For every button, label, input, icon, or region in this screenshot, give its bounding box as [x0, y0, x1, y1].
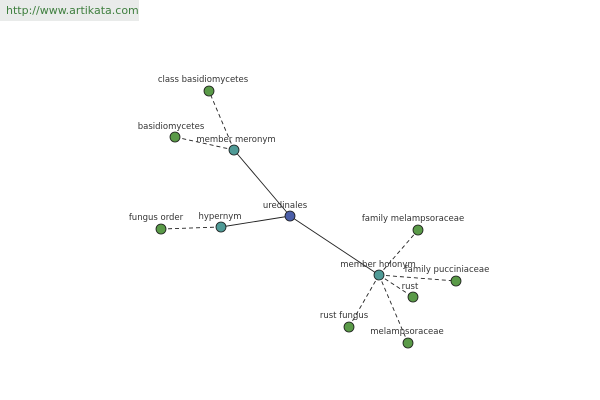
- relation-hypernym-label[interactable]: hypernym: [198, 212, 241, 222]
- graph-nodes: [155, 85, 462, 349]
- relation-member-holonym-label[interactable]: member holonym: [340, 260, 415, 270]
- edge-basidiomycetes: [174, 136, 235, 151]
- term-basidiomycetes-node[interactable]: [169, 131, 181, 143]
- edge-rust-fungus: [348, 274, 380, 328]
- center-uredinales-label[interactable]: uredinales: [263, 201, 308, 211]
- edge-member-meronym: [233, 149, 291, 217]
- center-uredinales-node[interactable]: [284, 210, 296, 222]
- term-fungus-order-label[interactable]: fungus order: [129, 213, 184, 223]
- term-family-melampsoraceae-label[interactable]: family melampsoraceae: [362, 214, 464, 224]
- graph-edges: [160, 90, 457, 344]
- edge-melampsoraceae: [378, 274, 409, 344]
- site-url-banner[interactable]: http://www.artikata.com: [0, 0, 139, 21]
- relation-member-meronym-node[interactable]: [228, 144, 240, 156]
- edge-family-pucciniaceae: [378, 274, 457, 282]
- term-basidiomycetes-label[interactable]: basidiomycetes: [138, 122, 205, 132]
- relation-member-holonym-node[interactable]: [373, 269, 385, 281]
- term-melampsoraceae-node[interactable]: [402, 337, 414, 349]
- term-rust-node[interactable]: [407, 291, 419, 303]
- edge-class-basidiomycetes: [208, 90, 235, 151]
- term-family-melampsoraceae-node[interactable]: [412, 224, 424, 236]
- term-family-pucciniaceae-label[interactable]: family pucciniaceae: [405, 265, 490, 275]
- term-class-basidiomycetes-label[interactable]: class basidiomycetes: [158, 75, 249, 85]
- term-rust-fungus-node[interactable]: [343, 321, 355, 333]
- edge-member-holonym: [289, 215, 380, 276]
- term-family-pucciniaceae-node[interactable]: [450, 275, 462, 287]
- edge-fungus-order: [160, 226, 222, 230]
- relation-member-meronym-label[interactable]: member meronym: [196, 135, 275, 145]
- term-melampsoraceae-label[interactable]: melampsoraceae: [370, 327, 443, 337]
- term-rust-label[interactable]: rust: [402, 282, 419, 292]
- term-fungus-order-node[interactable]: [155, 223, 167, 235]
- term-rust-fungus-label[interactable]: rust fungus: [320, 311, 369, 321]
- edge-hypernym: [220, 215, 291, 228]
- edge-family-melampsoraceae: [378, 229, 419, 276]
- relation-hypernym-node[interactable]: [215, 221, 227, 233]
- term-class-basidiomycetes-node[interactable]: [203, 85, 215, 97]
- graph-labels: class basidiomycetes basidiomycetes fungus…: [129, 75, 490, 337]
